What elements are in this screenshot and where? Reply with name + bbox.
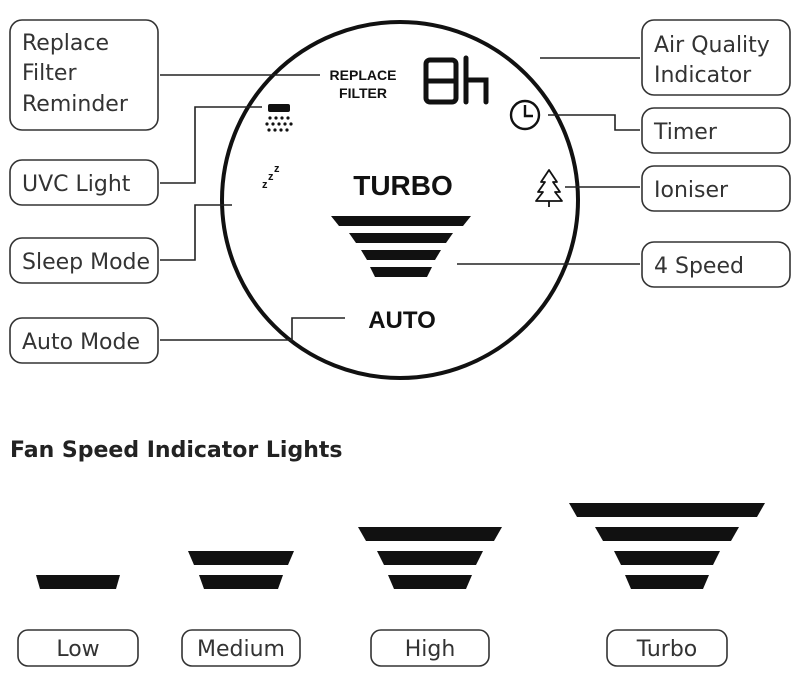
callout-uvc-light: UVC Light: [9, 159, 159, 206]
replace-filter-text-line1: REPLACE: [330, 67, 397, 83]
speed-label: Low: [56, 637, 99, 662]
speed-indicator-medium: Medium: [181, 551, 301, 667]
speed-indicator-high: High: [358, 527, 502, 667]
section-title: Fan Speed Indicator Lights: [10, 438, 343, 463]
speed-bar-low-1: [36, 575, 120, 589]
speed-label-box: [370, 629, 490, 667]
speed-bar-high-2: [377, 551, 483, 565]
uvc-light-icon: [265, 104, 293, 132]
callout-timer: Timer: [641, 107, 791, 154]
speed-indicator-turbo: Turbo: [569, 503, 765, 667]
callout-replace-filter-line3: Reminder: [22, 92, 129, 117]
callout-ioniser: Ioniser: [641, 165, 791, 212]
callout-replace-filter-reminder: Replace Filter Reminder: [9, 19, 159, 131]
svg-text:z: z: [262, 179, 268, 191]
replace-filter-text-line2: FILTER: [339, 85, 387, 101]
display-fan-indicator: [331, 216, 471, 277]
clock-icon: [509, 99, 541, 131]
callout-air-quality-line2: Indicator: [654, 63, 752, 88]
tree-icon: [535, 169, 563, 207]
speed-label: High: [405, 637, 456, 662]
speed-label-box: [606, 629, 728, 667]
speed-bar-turbo-2: [595, 527, 739, 541]
callout-ioniser-label: Ioniser: [654, 178, 729, 203]
speed-bar-turbo-1: [569, 503, 765, 517]
callout-sleep-mode-label: Sleep Mode: [22, 250, 150, 275]
speed-bar-high-1: [358, 527, 502, 541]
callout-replace-filter-line1: Replace: [22, 31, 109, 56]
callout-sleep-mode: Sleep Mode: [9, 237, 159, 284]
auto-label: AUTO: [368, 307, 436, 334]
callout-uvc-light-label: UVC Light: [22, 172, 131, 197]
callout-air-quality-indicator: Air Quality Indicator: [641, 19, 791, 96]
segment-letter-h: [463, 55, 489, 105]
speed-label-box: [17, 629, 139, 667]
moon-zzz-icon: z z z: [244, 163, 280, 203]
speed-label: Medium: [197, 637, 285, 662]
turbo-label: TURBO: [353, 170, 453, 201]
connector-lines: [160, 57, 640, 341]
speed-bar-high-3: [388, 575, 472, 589]
speed-label: Turbo: [636, 637, 698, 662]
callout-four-speed: 4 Speed: [641, 241, 791, 288]
callout-timer-label: Timer: [653, 120, 718, 145]
callout-auto-mode-label: Auto Mode: [22, 330, 140, 355]
callout-air-quality-line1: Air Quality: [654, 33, 770, 58]
svg-text:z: z: [268, 171, 274, 183]
speed-bar-turbo-3: [614, 551, 720, 565]
callout-auto-mode: Auto Mode: [9, 317, 159, 364]
display-panel: [220, 20, 580, 380]
speed-bar-medium-1: [188, 551, 294, 565]
segment-digit-8: [423, 57, 459, 105]
display-fan-bar-3: [361, 250, 441, 260]
timer-readout: 8h: [423, 55, 489, 105]
display-fan-bar-4: [370, 267, 432, 277]
display-fan-bar-2: [349, 233, 453, 243]
display-fan-bar-1: [331, 216, 471, 226]
speed-bar-medium-2: [199, 575, 283, 589]
callout-replace-filter-line2: Filter: [22, 61, 77, 86]
speed-indicator-low: Low: [17, 575, 139, 667]
speed-bar-turbo-4: [625, 575, 709, 589]
svg-text:z: z: [274, 163, 280, 175]
speed-indicators: Low Medium High Turbo: [17, 503, 765, 667]
speed-label-box: [181, 629, 301, 667]
callout-four-speed-label: 4 Speed: [654, 254, 744, 279]
